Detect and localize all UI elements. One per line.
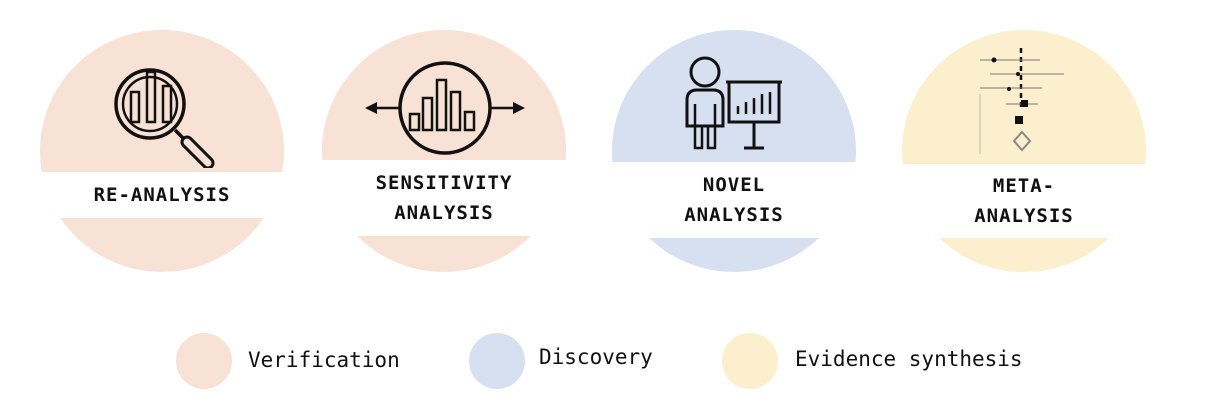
card-label-band: META- ANALYSIS: [902, 164, 1146, 238]
card-meta-analysis: META- ANALYSIS: [902, 30, 1146, 272]
card-re-analysis: RE-ANALYSIS: [40, 30, 284, 272]
bar-chart-arrows-icon: [365, 61, 525, 155]
card-title-line1: RE-ANALYSIS: [93, 184, 231, 206]
legend-swatch-verification: [176, 333, 232, 389]
legend-label-discovery: Discovery: [539, 345, 653, 369]
legend-label-evidence-synthesis: Evidence synthesis: [795, 347, 1023, 371]
legend-label-verification: Verification: [248, 348, 400, 372]
legend-swatch-discovery: [469, 333, 525, 389]
presenter-chart-icon: [685, 56, 782, 150]
card-title-line1: META-: [992, 175, 1056, 197]
magnifier-bar-chart-icon: [114, 68, 215, 168]
card-title-line2: ANALYSIS: [684, 204, 784, 226]
card-label-band: SENSITIVITY ANALYSIS: [322, 160, 566, 236]
card-label-band: RE-ANALYSIS: [40, 172, 284, 218]
card-title-line2: ANALYSIS: [394, 202, 494, 224]
card-sensitivity-analysis: SENSITIVITY ANALYSIS: [322, 30, 566, 272]
card-title-line2: ANALYSIS: [974, 205, 1074, 227]
card-title-line1: NOVEL: [702, 174, 766, 196]
card-label-band: NOVEL ANALYSIS: [612, 162, 856, 238]
card-novel-analysis: NOVEL ANALYSIS: [612, 30, 856, 272]
card-title-line1: SENSITIVITY: [375, 172, 513, 194]
forest-plot-icon: [979, 48, 1064, 154]
legend-swatch-evidence-synthesis: [722, 333, 778, 389]
